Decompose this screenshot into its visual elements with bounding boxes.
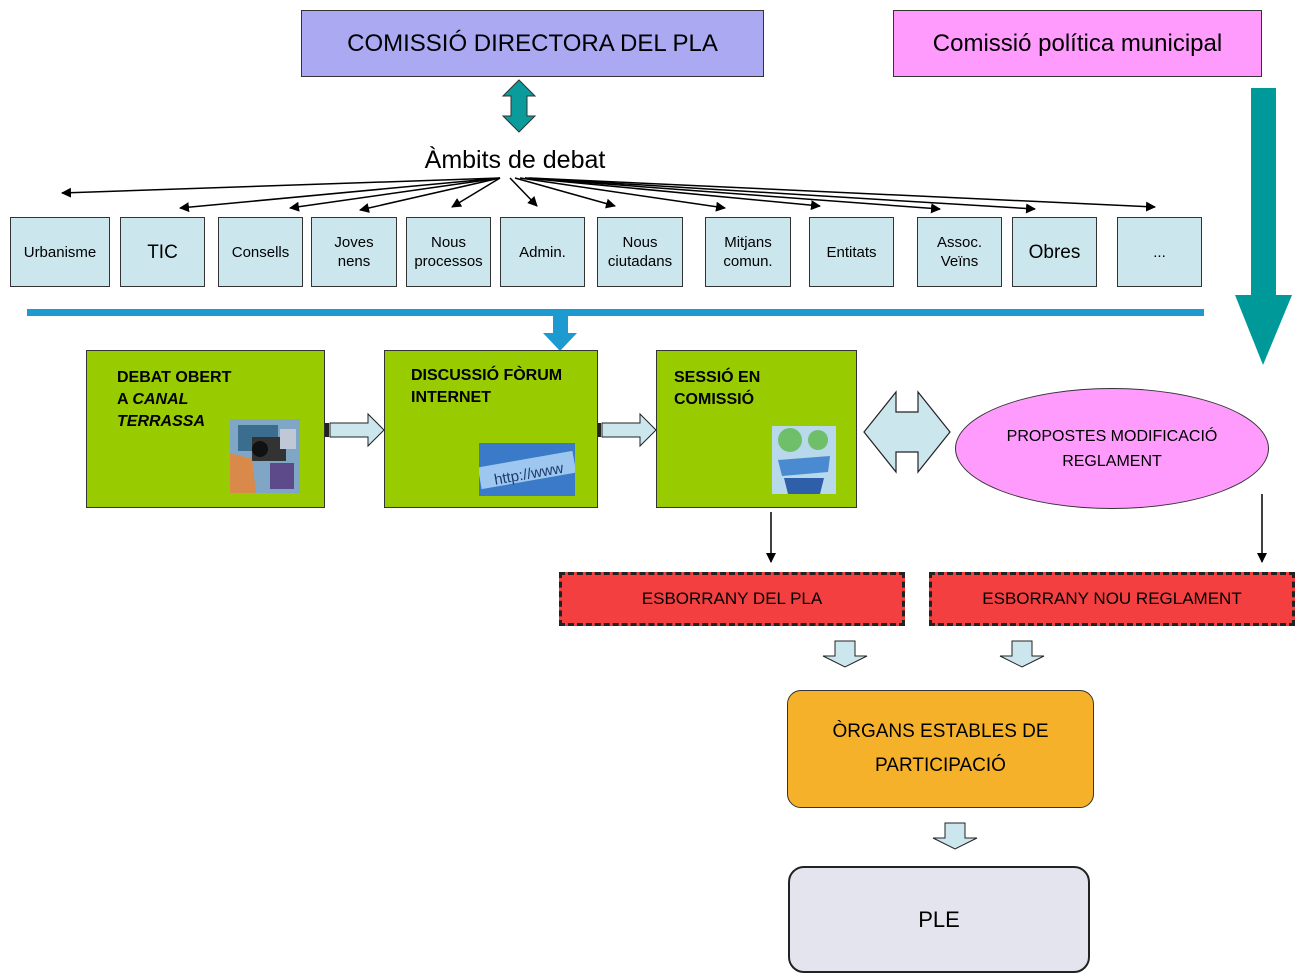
esborrany-pla-box: ESBORRANY DEL PLA: [559, 572, 905, 626]
area-label: Nous ciutadans: [607, 234, 673, 270]
teal-down-arrow-icon: [1235, 88, 1292, 365]
title-line: COMISSIÓ: [674, 391, 755, 408]
block-down-arrow-organs-icon: [932, 822, 978, 850]
area-box-assoc: Assoc. Veïns: [917, 217, 1002, 287]
double-horizontal-arrow-icon: [863, 390, 951, 474]
esborrany-reglament-box: ESBORRANY NOU REGLAMENT: [929, 572, 1295, 626]
blue-down-arrow-icon: [543, 316, 577, 351]
stage-sessio-title: SESSIÓ EN COMISSIÓ: [674, 367, 760, 411]
area-label: Mitjans comun.: [723, 234, 773, 270]
title-line: DISCUSSIÓ FÒRUM: [411, 367, 563, 384]
organs-line: PARTICIPACIÓ: [875, 755, 1006, 776]
stage-forum-title: DISCUSSIÓ FÒRUM INTERNET: [411, 365, 562, 409]
area-box-nous-ciutadans: Nous ciutadans: [597, 217, 683, 287]
stage-debat-obert: DEBAT OBERT A CANAL TERRASSA: [86, 350, 325, 508]
area-box-admin: Admin.: [500, 217, 585, 287]
ple-label: PLE: [918, 906, 960, 932]
area-label: Urbanisme: [23, 243, 97, 261]
area-box-consells: Consells: [218, 217, 303, 287]
organs-line: ÒRGANS ESTABLES DE: [832, 721, 1049, 742]
area-box-entitats: Entitats: [809, 217, 894, 287]
area-label: Admin.: [519, 243, 566, 261]
area-label: Assoc. Veïns: [936, 234, 982, 270]
arrow-tail-mark: [325, 423, 329, 437]
title-line: INTERNET: [411, 389, 491, 406]
handshake-clipart-icon: [772, 426, 836, 494]
area-box-obres: Obres: [1012, 217, 1097, 287]
ambits-fan-arrows: [61, 177, 1156, 214]
block-down-arrow-reglament-icon: [999, 640, 1045, 668]
area-label: Nous processos: [414, 234, 483, 270]
area-label: TIC: [147, 241, 178, 263]
area-box-tic: TIC: [120, 217, 205, 287]
ple-box: PLE: [788, 866, 1090, 973]
area-box-urbanisme: Urbanisme: [10, 217, 110, 287]
area-box-joves: Joves nens: [311, 217, 397, 287]
double-vertical-arrow-icon: [501, 79, 537, 133]
comissio-politica-label: Comissió política municipal: [932, 29, 1223, 57]
stage-sessio-comissio: SESSIÓ EN COMISSIÓ: [656, 350, 857, 508]
stage-discussio-forum: DISCUSSIÓ FÒRUM INTERNET http://www: [384, 350, 598, 508]
comissio-politica-box: Comissió política municipal: [893, 10, 1262, 77]
title-line: DEBAT OBERT: [117, 369, 232, 386]
area-box-nous-processos: Nous processos: [406, 217, 491, 287]
area-label: Joves nens: [334, 234, 374, 270]
blue-divider-bar: [27, 309, 1204, 316]
arrow-tail-mark: [597, 423, 601, 437]
area-label: Consells: [231, 243, 290, 261]
tv-camera-clipart-icon: [230, 419, 300, 493]
organs-estables-box: ÒRGANS ESTABLES DE PARTICIPACIÓ: [787, 690, 1094, 808]
arrow-forum-to-sessio-icon: [601, 412, 657, 448]
block-down-arrow-pla-icon: [822, 640, 868, 668]
area-label: ...: [1153, 243, 1166, 261]
area-box-etc: ...: [1117, 217, 1202, 287]
esborrany-pla-label: ESBORRANY DEL PLA: [641, 589, 823, 608]
title-line: SESSIÓ EN: [674, 369, 761, 386]
area-label: Entitats: [826, 243, 877, 261]
title-line: TERRASSA: [117, 413, 206, 430]
organs-text: ÒRGANS ESTABLES DE PARTICIPACIÓ: [832, 715, 1048, 783]
arrow-debat-to-forum-icon: [329, 412, 385, 448]
propostes-line: REGLAMENT: [1062, 452, 1162, 470]
stage-debat-title: DEBAT OBERT A CANAL TERRASSA: [117, 367, 231, 433]
propostes-text: PROPOSTES MODIFICACIÓ REGLAMENT: [1007, 424, 1218, 474]
propostes-modificacio-ellipse: PROPOSTES MODIFICACIÓ REGLAMENT: [955, 388, 1269, 509]
title-prefix: A: [117, 391, 133, 408]
propostes-line: PROPOSTES MODIFICACIÓ: [1006, 427, 1218, 445]
title-italic: CANAL: [132, 391, 189, 408]
area-box-mitjans: Mitjans comun.: [705, 217, 791, 287]
ambits-debat-label: Àmbits de debat: [424, 145, 606, 174]
area-label: Obres: [1028, 241, 1081, 263]
comissio-directora-label: COMISSIÓ DIRECTORA DEL PLA: [347, 29, 718, 57]
esborrany-reglament-label: ESBORRANY NOU REGLAMENT: [982, 589, 1242, 608]
comissio-directora-box: COMISSIÓ DIRECTORA DEL PLA: [301, 10, 764, 77]
title-line: A CANAL: [117, 389, 231, 411]
http-browser-icon: http://www: [479, 443, 575, 496]
